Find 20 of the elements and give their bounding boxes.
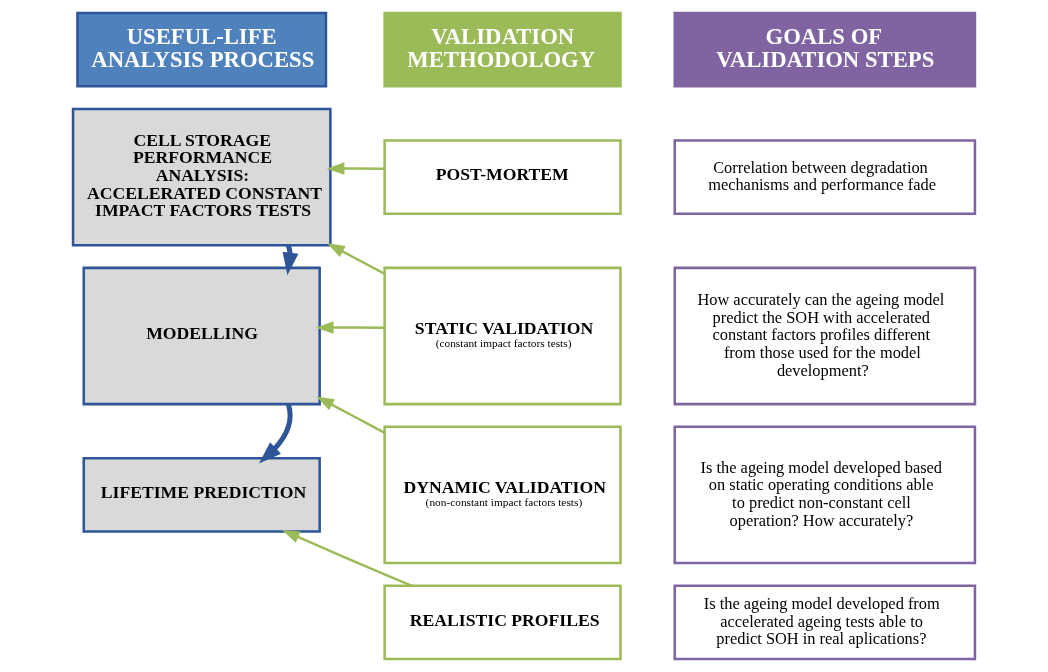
- node-box: POST-MORTEM: [383, 139, 622, 215]
- arrow: [258, 403, 293, 464]
- node-box: Is the ageing model developed based on static operating conditions able to predict non-constant cell operation? How accurately?: [673, 425, 977, 565]
- node-box: Correlation between degradation mechanisms and performance fade: [673, 139, 977, 215]
- node-box: STATIC VALIDATION (constant impact factors tests): [383, 266, 622, 406]
- node-box: DYNAMIC VALIDATION (non-constant impact factors tests): [383, 425, 622, 565]
- node-box: How accurately can the ageing model predict the SOH with accelerated constant factors profiles different from those used for the model development?: [673, 266, 977, 406]
- arrow: [282, 530, 412, 587]
- node-box: REALISTIC PROFILES: [383, 584, 622, 661]
- arrow: [315, 321, 385, 334]
- node-box: GOALS OF VALIDATION STEPS: [673, 11, 977, 88]
- arrow: [327, 243, 385, 275]
- node-box: MODELLING: [82, 266, 321, 406]
- node-box: CELL STORAGE PERFORMANCE ANALYSIS: ACCELERATED CONSTANT IMPACT FACTORS TESTS: [71, 107, 332, 247]
- node-box: Is the ageing model developed from accelerated ageing tests able to predict SOH in real aplications?: [673, 584, 977, 661]
- node-box: LIFETIME PREDICTION: [82, 457, 321, 533]
- arrow: [326, 162, 385, 175]
- node-box: VALIDATION METHODOLOGY: [383, 11, 622, 88]
- node-box: USEFUL-LIFE ANALYSIS PROCESS: [76, 11, 328, 88]
- arrow: [316, 396, 385, 434]
